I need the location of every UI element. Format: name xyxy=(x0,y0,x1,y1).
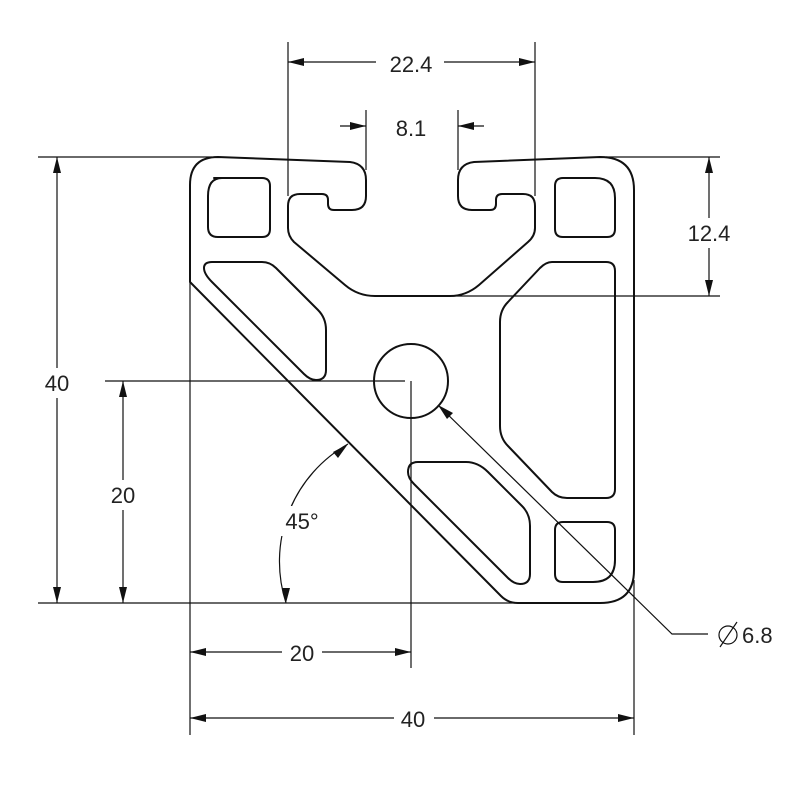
profile-geometry xyxy=(189,156,635,604)
dim-overall-height: 40 xyxy=(45,371,69,396)
dim-slot-opening-width: 8.1 xyxy=(396,116,427,141)
pocket-bottom-right xyxy=(554,521,616,583)
dim-bore-height: 20 xyxy=(111,483,135,508)
pocket-diagonal-upper xyxy=(203,261,327,381)
dim-overall-width: 40 xyxy=(401,707,425,732)
pocket-top-left xyxy=(207,177,271,238)
extension-lines xyxy=(38,42,720,735)
dim-bore-diameter: 6.8 xyxy=(742,623,773,648)
diameter-symbol-icon xyxy=(718,621,738,648)
profile-outer-contour xyxy=(189,156,635,604)
dim-chamfer-angle: 45° xyxy=(285,509,318,534)
dim-bore-horizontal: 20 xyxy=(290,641,314,666)
pocket-top-right xyxy=(554,177,616,238)
pocket-diagonal-lower xyxy=(407,461,531,585)
pocket-right-large xyxy=(499,261,616,499)
dim-slot-depth: 12.4 xyxy=(688,221,731,246)
dim-slot-outer-width: 22.4 xyxy=(390,52,433,77)
dimension-labels: 22.4 8.1 12.4 40 20 45° 20 40 6.8 xyxy=(40,48,773,734)
